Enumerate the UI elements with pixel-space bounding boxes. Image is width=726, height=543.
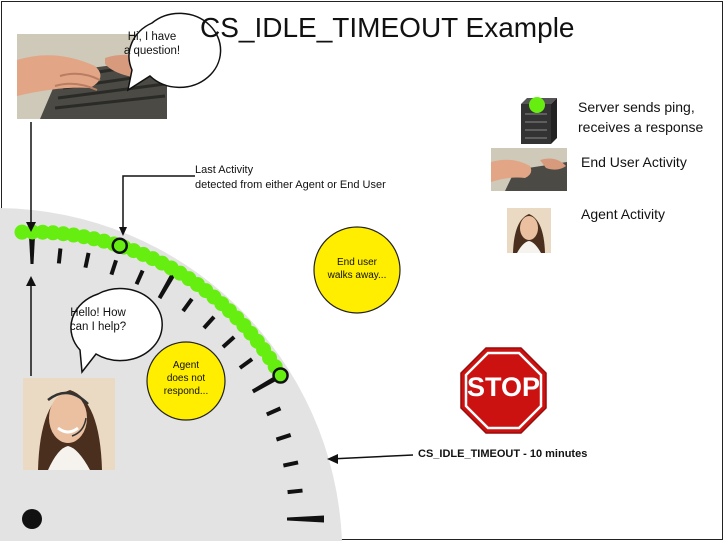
hour-tick	[251, 375, 278, 394]
user-walks-away-line-2: walks away...	[327, 270, 387, 281]
agent-no-respond-text: Agent does not respond...	[150, 359, 222, 398]
minute-tick	[265, 406, 282, 417]
user-speech-bubble	[126, 12, 222, 92]
agent-speech-bubble	[70, 287, 163, 374]
legend-server-label: Server sends ping, receives a response	[578, 97, 703, 137]
timeout-label: CS_IDLE_TIMEOUT - 10 minutes	[418, 448, 588, 460]
minute-tick	[238, 357, 254, 370]
agent-greeting-text: Hello! How can I help?	[58, 306, 138, 334]
minute-tick	[56, 248, 63, 264]
minute-tick	[275, 433, 292, 442]
minute-tick	[134, 269, 145, 286]
minute-tick	[282, 460, 299, 468]
agent-activity-arrowhead	[26, 276, 36, 286]
stop-sign-icon	[460, 347, 547, 434]
legend-server-line-2: receives a response	[578, 119, 704, 135]
user-question-text: Hi, I have a question!	[110, 30, 194, 58]
agent-greeting-line-1: Hello! How	[70, 307, 126, 319]
page-title: CS_IDLE_TIMEOUT Example	[200, 12, 575, 43]
agent-no-respond-line-1: Agent	[172, 360, 200, 371]
last-activity-arrowhead	[119, 227, 127, 236]
legend-keyboard-photo	[491, 148, 567, 191]
timeout-marker	[272, 367, 289, 384]
ping-dot	[14, 224, 30, 240]
major-tick-3	[287, 515, 324, 523]
timeout-pointer	[329, 454, 414, 460]
minute-tick	[287, 488, 303, 495]
agent-photo	[23, 378, 115, 470]
user-walks-away-text: End user walks away...	[318, 256, 396, 282]
agent-no-respond-line-3: respond...	[163, 386, 209, 397]
user-walks-away-circle	[313, 226, 401, 314]
last-activity-line-1: Last Activity	[195, 164, 254, 176]
timeout-arrowhead	[327, 454, 338, 464]
agent-no-respond-line-2: does not	[166, 373, 206, 384]
minute-tick	[181, 297, 194, 313]
user-question-line-1: Hi, I have	[127, 31, 177, 43]
minute-tick	[83, 252, 91, 269]
legend-agent-photo	[507, 208, 551, 253]
ping-dots	[14, 224, 289, 384]
stop-sign-label: STOP	[466, 372, 541, 402]
user-activity-arrowhead	[26, 222, 36, 232]
minute-tick	[221, 335, 236, 349]
last-activity-label: Last Activity detected from either Agent…	[195, 163, 386, 193]
hour-tick	[157, 273, 176, 300]
last-activity-marker	[111, 237, 128, 254]
legend-agent-label: Agent Activity	[581, 206, 666, 222]
user-question-line-2: a question!	[123, 45, 181, 57]
minute-tick	[202, 315, 216, 330]
dial-center-dot	[22, 509, 42, 529]
user-walks-away-line-1: End user	[336, 257, 378, 268]
legend-server-line-1: Server sends ping,	[578, 99, 695, 115]
last-activity-pointer	[122, 175, 195, 233]
last-activity-line-2: detected from either Agent or End User	[195, 179, 386, 191]
minute-tick	[109, 259, 118, 276]
server-icon	[521, 97, 557, 144]
agent-no-respond-circle	[146, 341, 226, 421]
legend-end-user-label: End User Activity	[581, 154, 687, 170]
agent-greeting-line-2: can I help?	[69, 321, 127, 333]
